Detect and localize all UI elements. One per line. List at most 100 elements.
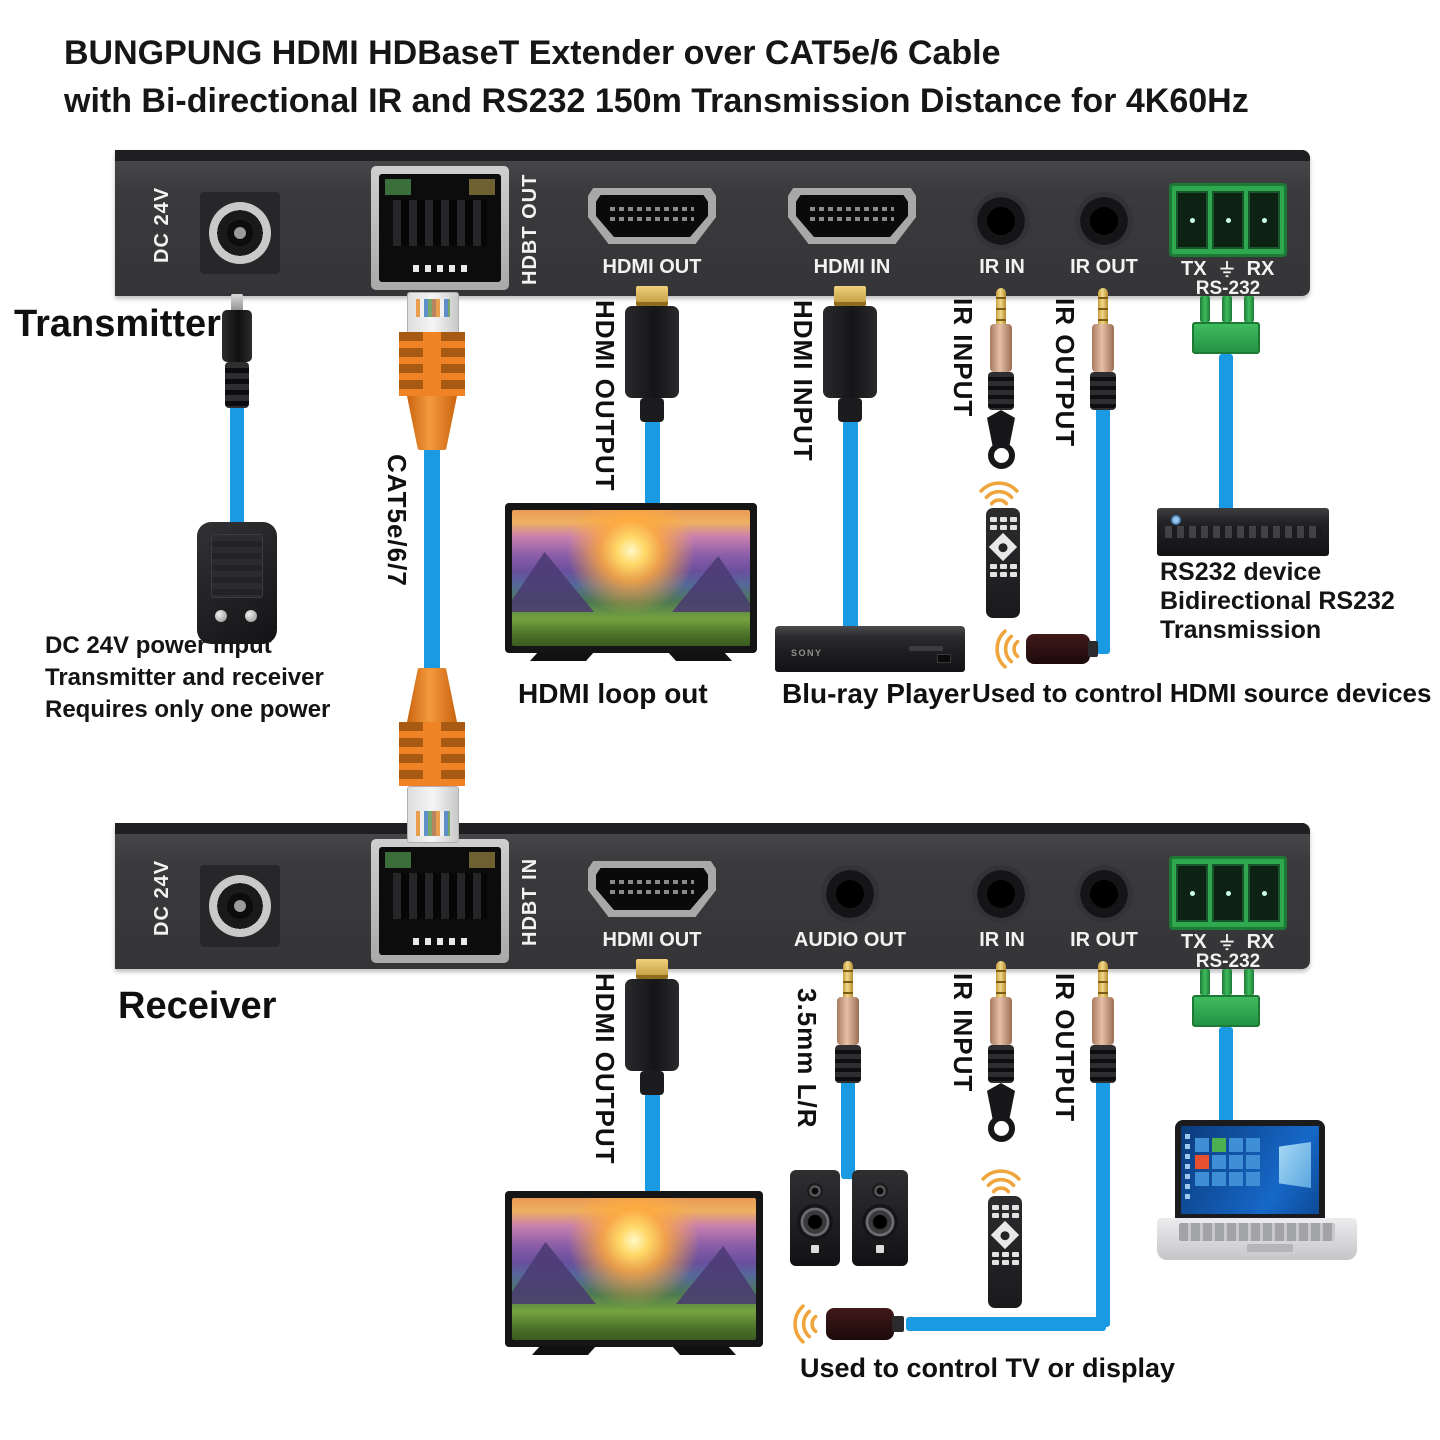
blu-ray-caption: Blu-ray Player — [782, 678, 971, 709]
hdmi-connector — [823, 306, 877, 398]
rs232-note-line3: Transmission — [1160, 616, 1322, 644]
audio-plug-tip — [843, 961, 853, 997]
tv-leg — [529, 652, 595, 661]
hdbt-in-label: HDBT IN — [519, 857, 541, 947]
ir-out-jack — [1075, 192, 1133, 250]
tv-leg — [671, 1346, 737, 1355]
ir-waves-icon — [978, 470, 1020, 512]
dc-24v-label: DC 24V — [151, 186, 173, 264]
dc-plug-strain-relief — [225, 362, 249, 408]
hdmi-connector-tip — [636, 959, 668, 979]
remote-control — [988, 1196, 1022, 1308]
ir-output-plug-tip — [1098, 961, 1108, 997]
ir-input-cable-label-top: IR INPUT — [948, 298, 978, 418]
power-note-line3: Requires only one power — [45, 696, 331, 723]
hdmi-connector-neck — [640, 1071, 664, 1095]
tv-display — [505, 1191, 763, 1347]
ir-waves-icon — [988, 628, 1022, 670]
speaker-right — [852, 1170, 908, 1266]
rs232-note-line1: RS232 device — [1160, 558, 1322, 586]
ir-input-plug-tip — [996, 961, 1006, 997]
rs232-plug — [1192, 322, 1260, 354]
panel-top-edge — [115, 823, 1310, 834]
ir-emitter-connector — [892, 1316, 904, 1332]
rj45-connector-ridge-top — [399, 332, 465, 396]
ir-out-label: IR OUT — [1070, 256, 1138, 278]
ir-receiver-ring — [988, 442, 1015, 469]
ir-output-cable — [1096, 408, 1110, 654]
transmitter-title: Transmitter — [14, 303, 221, 345]
ir-output-cable — [1096, 1081, 1110, 1327]
ir-input-plug-barrel — [990, 324, 1012, 372]
ir-receiver-ring — [988, 1115, 1015, 1142]
power-adapter — [197, 522, 277, 644]
rj45-connector-crystal-bottom — [407, 786, 459, 843]
ir-in-label: IR IN — [979, 256, 1025, 278]
ir-output-plug-tip — [1098, 288, 1108, 324]
dc-24v-label: DC 24V — [151, 859, 173, 937]
dc-plug-tip — [231, 294, 243, 312]
cat-cable — [424, 448, 440, 672]
ir-output-plug-barrel — [1092, 324, 1114, 372]
ir-output-plug-barrel — [1092, 997, 1114, 1045]
receiver-panel: DC 24V HDBT IN HDMI OUT AUDIO OUT IR IN … — [115, 823, 1310, 972]
hdmi-input-cable-label: HDMI INPUT — [788, 300, 818, 462]
audio-plug-barrel — [837, 997, 859, 1045]
hdmi-connector — [625, 306, 679, 398]
sony-brand-label: SONY — [791, 648, 823, 658]
hdmi-output-cable — [645, 1093, 660, 1193]
ir-emitter — [826, 1308, 894, 1340]
ir-waves-icon — [786, 1303, 820, 1345]
hdmi-in-port — [788, 188, 916, 244]
hdmi-output-cable-label-top: HDMI OUTPUT — [590, 300, 620, 492]
hdmi-out-port — [588, 861, 716, 917]
audio-out-label: AUDIO OUT — [793, 929, 907, 951]
rs232-plug-pins — [1200, 296, 1254, 322]
hdmi-out-label: HDMI OUT — [602, 256, 702, 278]
ir-out-jack — [1075, 865, 1133, 923]
dc-power-jack — [200, 865, 280, 947]
hdmi-loop-cable — [645, 420, 660, 508]
ir-out-label: IR OUT — [1070, 929, 1138, 951]
rs232-note-line2: Bidirectional RS232 — [1160, 587, 1395, 615]
dc-power-jack — [200, 192, 280, 274]
ir-output-cable-run — [906, 1317, 1106, 1331]
ir-output-cable-label-bottom: IR OUTPUT — [1050, 973, 1080, 1123]
rs232-label: RS-232 — [1195, 278, 1261, 299]
rs232-pin-labels: TX RX — [1181, 258, 1274, 281]
tv-leg — [531, 1346, 597, 1355]
ir-input-cable-label-bottom: IR INPUT — [948, 973, 978, 1093]
rj45-connector-boot-bottom — [407, 668, 457, 722]
rs232-cable — [1219, 1027, 1233, 1129]
control-display-caption: Used to control TV or display — [800, 1353, 1176, 1383]
rs232-terminal — [1169, 183, 1287, 257]
rj45-connector-boot-top — [407, 396, 457, 450]
rx-label: RX — [1246, 258, 1275, 280]
hdmi-input-cable — [843, 420, 858, 632]
hdmi-loop-out-caption: HDMI loop out — [518, 678, 708, 709]
rs232-terminal — [1169, 856, 1287, 930]
tx-label: TX — [1181, 931, 1207, 953]
ir-emitter-connector — [1088, 641, 1098, 657]
hdmi-out-port — [588, 188, 716, 244]
rj45-connector-crystal-top — [407, 292, 459, 334]
page-title-line2: with Bi-directional IR and RS232 150m Tr… — [64, 82, 1249, 120]
ir-output-plug-strain-relief — [1090, 1045, 1116, 1083]
ground-icon — [1219, 260, 1234, 278]
tv-leg — [667, 652, 733, 661]
hdmi-connector-neck — [838, 398, 862, 422]
blu-ray-player: SONY — [775, 626, 965, 672]
ir-input-plug-tip — [996, 288, 1006, 324]
ir-output-plug-strain-relief — [1090, 372, 1116, 410]
hdbt-out-label: HDBT OUT — [519, 173, 541, 285]
rj45-connector-ridge-bottom — [399, 722, 465, 786]
hdmi-out-label: HDMI OUT — [602, 929, 702, 951]
dc-power-cable — [230, 406, 244, 526]
cat-cable-label: CAT5e/6/7 — [382, 454, 412, 587]
ir-in-jack — [972, 865, 1030, 923]
ir-in-jack — [972, 192, 1030, 250]
rs232-label: RS-232 — [1195, 951, 1261, 972]
ir-input-plug-strain-relief — [988, 372, 1014, 410]
ir-in-label: IR IN — [979, 929, 1025, 951]
